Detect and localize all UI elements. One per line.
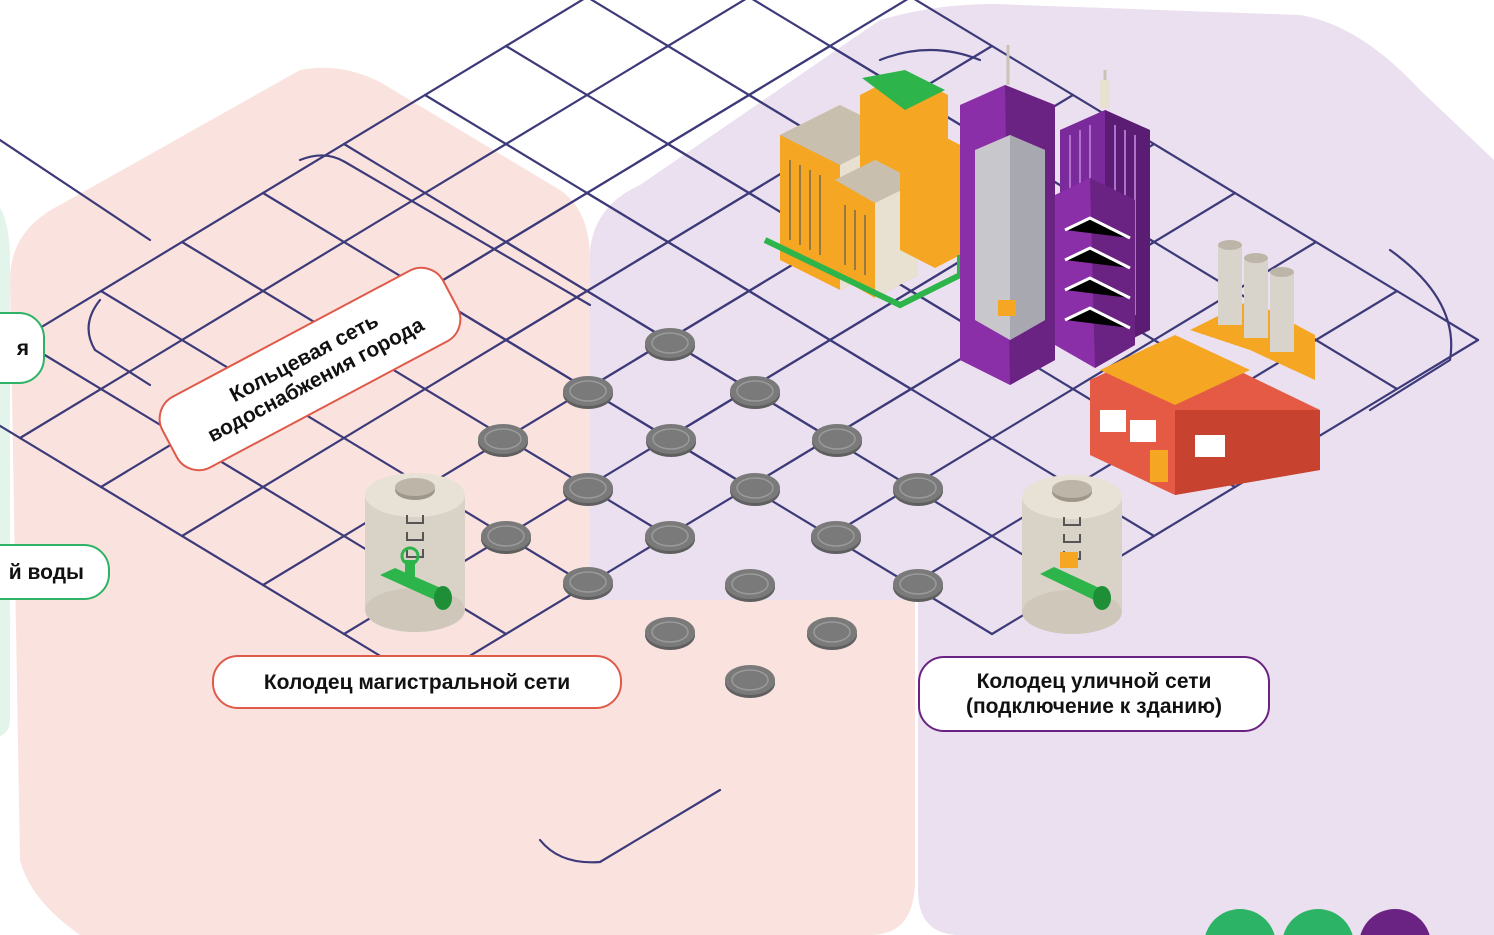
pipe-line [87,154,592,387]
manhole-icon [893,569,943,602]
manhole-icon [812,424,862,457]
pipe-line [0,0,585,354]
pipe-line [0,424,427,685]
water-well-icon [365,473,465,632]
manhole-icon [645,617,695,650]
decor-dot-purple [1360,909,1430,935]
pipe-line [0,138,152,242]
manhole-icon [481,521,531,554]
pipe-line [878,48,1453,412]
manhole-icon [730,376,780,409]
manhole-icon [645,521,695,554]
label-main-well: Колодец магистральной сети [212,655,622,709]
label-text: Колодец магистральной сети [263,670,571,694]
office-building-icon [763,70,970,309]
factory-icon [1090,240,1320,495]
manhole-icon [646,424,696,457]
pipe-line [913,0,1480,342]
manhole-icon [811,521,861,554]
pipe-line [18,0,747,440]
office-building-icon [1055,178,1135,368]
manhole-icon [893,473,943,506]
label-left-cut-top: я [0,312,45,384]
manhole-icon [563,473,613,506]
label-text: я [16,336,29,360]
manhole-icon [725,665,775,698]
manhole-icon [807,617,857,650]
label-street-well: Колодец уличной сети (подключение к здан… [918,656,1270,732]
manhole-icon [725,569,775,602]
decor-dot-green [1283,909,1353,935]
pipe-line [538,788,722,864]
label-text: й воды [8,560,84,584]
pipe-line [504,240,1075,587]
skyscraper-icon [960,45,1055,385]
green-zone [0,207,10,737]
manhole-icon [563,376,613,409]
manhole-icon [478,424,528,457]
manhole-icon [730,473,780,506]
label-text-line-2: (подключение к зданию) [965,695,1223,718]
decor-dot-green [1205,909,1275,935]
manhole-icon [563,567,613,600]
manhole-icon [645,328,695,361]
water-well-icon [1022,475,1122,634]
label-text-line-1: Колодец уличной сети [976,670,1212,693]
label-left-cut-bottom: й воды [0,544,110,600]
manhole-group [478,328,943,698]
